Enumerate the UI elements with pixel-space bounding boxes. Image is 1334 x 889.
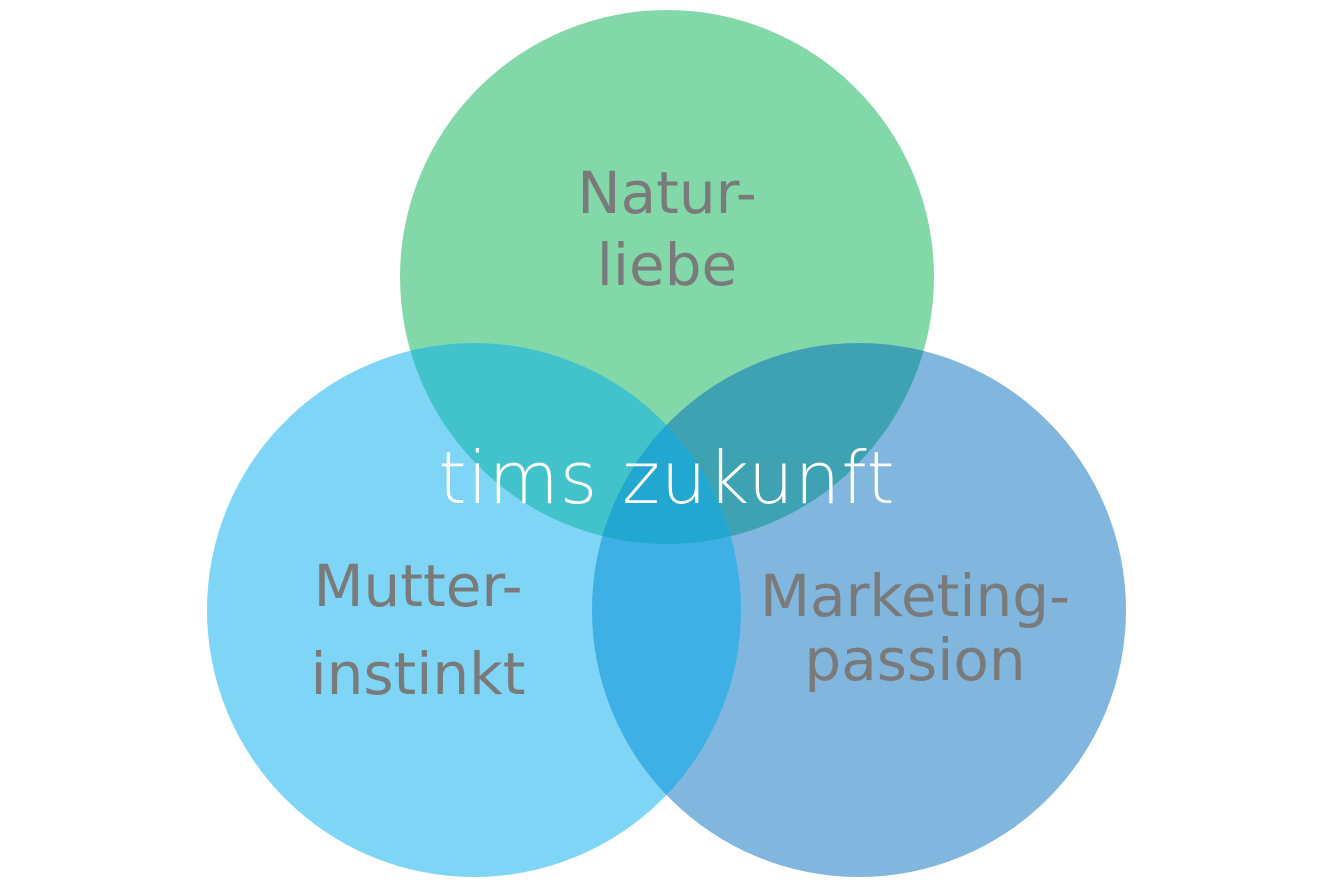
label-mutter: Mutter- <box>313 552 522 620</box>
label-instinkt: instinkt <box>310 640 525 708</box>
label-passion: passion <box>804 626 1025 694</box>
overlap-top-right <box>592 343 934 544</box>
label-natur: Natur- <box>577 159 757 227</box>
label-liebe: liebe <box>597 231 737 299</box>
center-title: tims zukunft <box>438 436 895 520</box>
label-marketing: Marketing- <box>760 562 1070 630</box>
overlap-top-left <box>400 343 741 544</box>
